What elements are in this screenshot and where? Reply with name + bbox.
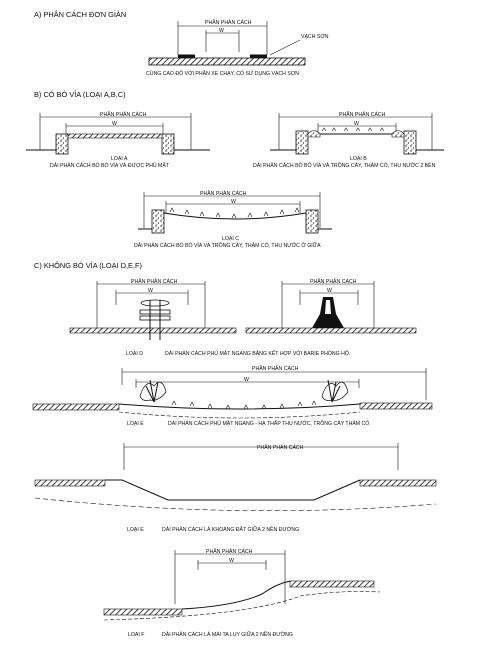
type-d-width-label-left: PHẦN PHÂN CÁCH <box>131 278 178 285</box>
type-d-w-label-right: W <box>327 288 332 294</box>
type-e-planted-diagram: PHẦN PHÂN CÁCH W LOẠI E DẢI PHÂN CÁCH PH… <box>32 365 433 427</box>
type-f-label: LOẠI F <box>128 632 144 638</box>
type-f-w-label: W <box>229 558 234 564</box>
type-a-diagram: PHẦN PHÂN CÁCH W LOẠI A DẢI PHÂN CÁCH BÓ… <box>26 111 210 169</box>
type-d-width-label-right: PHẦN PHÂN CÁCH <box>310 278 357 285</box>
section-a-width-label: PHẦN PHÂN CÁCH <box>205 19 252 26</box>
type-c-diagram: PHẦN PHÂN CÁCH W LOẠI C DẢI PHÂN CÁCH BÓ… <box>134 190 332 249</box>
type-a-label: LOẠI A <box>111 156 128 162</box>
type-e2-width-label: PHẦN PHÂN CÁCH <box>257 444 304 451</box>
section-b-heading: B) CÓ BÓ VỈA (LOẠI A,B,C) <box>34 90 126 99</box>
type-c-w-label: W <box>231 199 236 205</box>
section-a-cross-section: VẠCH SƠN <box>148 34 329 66</box>
section-b: B) CÓ BÓ VỈA (LOẠI A,B,C) PHẦN PHÂN CÁCH… <box>26 90 444 249</box>
type-a-width-label: PHẦN PHÂN CÁCH <box>100 111 147 118</box>
type-b-diagram: PHẦN PHÂN CÁCH W LOẠI B DẢI PHÂN CÁCH BÓ… <box>253 111 444 169</box>
type-d-w-label-left: W <box>148 288 153 294</box>
type-e2-label: LOẠI E <box>127 527 144 533</box>
section-a-dimension: PHẦN PHÂN CÁCH W <box>177 19 268 55</box>
type-e-earth-strip-diagram: PHẦN PHÂN CÁCH LOẠI E DẢI PHÂN CÁCH LÀ K… <box>34 443 437 533</box>
type-d-caption: DẢI PHÂN CÁCH PHỦ MẶT NGANG BẰNG KẾT HỢP… <box>165 349 350 357</box>
type-f-width-label: PHẦN PHÂN CÁCH <box>206 548 253 555</box>
section-c: C) KHÔNG BÓ VỈA (LOẠI D,E,F) PHẦN PHÂN C… <box>32 261 437 638</box>
type-a-w-label: W <box>112 121 117 127</box>
type-e2-caption: DẢI PHÂN CÁCH LÀ KHOẢNG ĐẤT GIỮA 2 NỀN Đ… <box>162 526 299 533</box>
type-e1-w-label: W <box>244 377 249 383</box>
type-b-label: LOẠI B <box>350 156 367 162</box>
type-b-width-label: PHẦN PHÂN CÁCH <box>339 111 386 118</box>
section-a-w-label: W <box>219 28 224 34</box>
section-c-heading: C) KHÔNG BÓ VỈA (LOẠI D,E,F) <box>34 261 142 270</box>
section-a-heading: A) PHÂN CÁCH ĐƠN GIẢN <box>34 10 126 19</box>
type-c-caption: DẢI PHÂN CÁCH BÓ BÓ VỈA VÀ TRỒNG CÂY, TH… <box>134 242 321 249</box>
type-b-caption: DẢI PHÂN CÁCH BÓ BÓ VỈA VÀ TRỒNG CÂY, TH… <box>253 161 436 169</box>
type-f-diagram: PHẦN PHÂN CÁCH W LOẠI F DẢI PHÂN CÁCH LÀ… <box>103 548 381 638</box>
type-c-width-label: PHẦN PHÂN CÁCH <box>200 190 247 197</box>
paint-line-label: VẠCH SƠN <box>301 34 329 40</box>
type-a-caption: DẢI PHÂN CÁCH BÓ BÓ VỈA VÀ ĐƯỢC PHỦ MẶT <box>50 162 170 169</box>
type-e1-caption: DẢI PHÂN CÁCH PHỦ MẶT NGANG - HẠ THẤP TH… <box>168 420 369 427</box>
type-e1-width-label: PHẦN PHÂN CÁCH <box>252 365 299 372</box>
type-d-diagram: PHẦN PHÂN CÁCH W PHẦN PHÂN CÁCH W LOẠI D… <box>69 278 417 357</box>
type-f-caption: DẢI PHÂN CÁCH LÀ MÁI TA LUY GIỮA 2 NỀN Đ… <box>162 631 293 638</box>
section-a: A) PHÂN CÁCH ĐƠN GIẢN PHẦN PHÂN CÁCH W V… <box>34 10 329 77</box>
section-a-caption: CÙNG CAO ĐỘ VỚI PHẦN XE CHẠY, CÓ SỬ DỤNG… <box>146 70 299 77</box>
type-e1-label: LOẠI E <box>127 421 144 427</box>
type-c-label: LOẠI C <box>222 236 239 242</box>
type-d-label: LOẠI D <box>126 351 143 357</box>
type-b-w-label: W <box>354 121 359 127</box>
